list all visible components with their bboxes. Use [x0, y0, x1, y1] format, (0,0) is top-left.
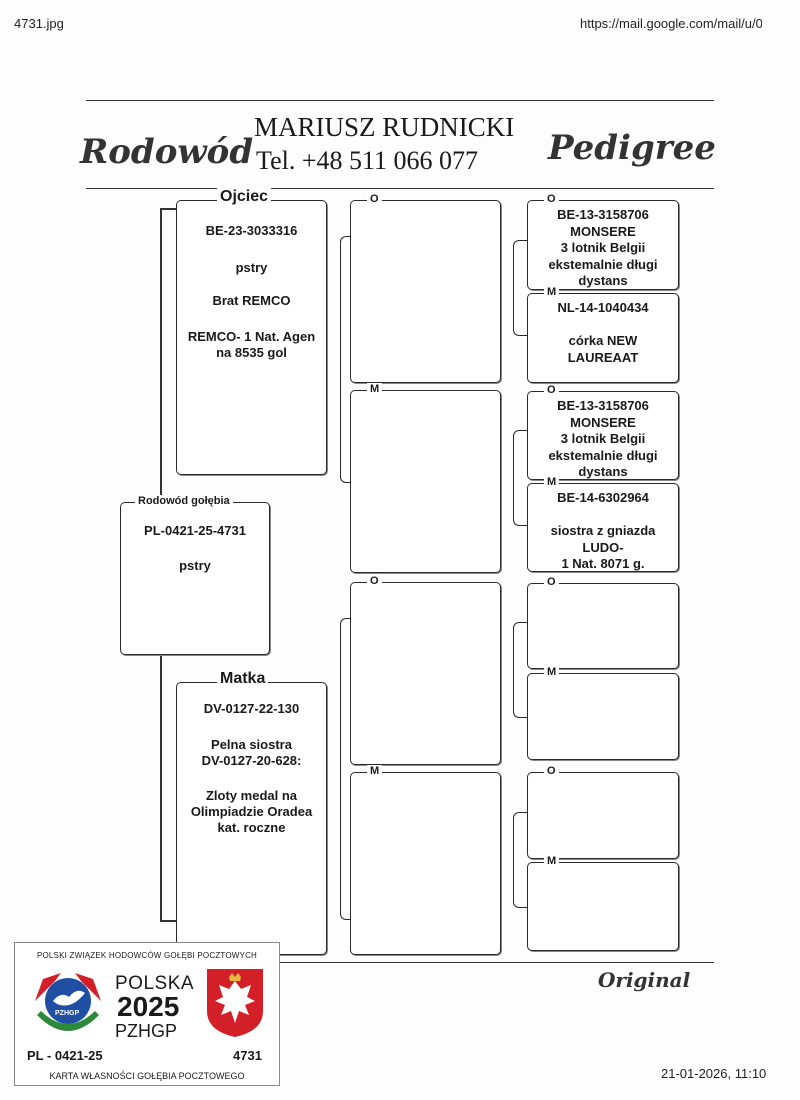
connector: [160, 656, 162, 920]
grandmother-maternal-box: M: [350, 765, 501, 955]
great-grandparent-label: O: [544, 193, 559, 205]
mother-note: Zloty medal na: [205, 788, 298, 803]
great-grandparent-line: MONSERE: [570, 223, 636, 239]
card-ring-prefix: PL - 0421-25: [27, 1048, 103, 1063]
great-grandparent-label: O: [544, 384, 559, 396]
mother-ring: DV-0127-22-130: [203, 701, 300, 716]
mother-note: Pelna siostra: [211, 737, 292, 752]
great-grandparent-line: LUDO-: [582, 539, 624, 555]
father-note: na 8535 gol: [216, 345, 287, 360]
great-grandparent-box: O: [527, 765, 679, 859]
father-note: Brat REMCO: [212, 293, 291, 308]
great-grandparent-line: ekstemalnie długi: [548, 256, 658, 272]
original-mark: Original: [598, 968, 691, 992]
great-grandparent-line: MONSERE: [570, 414, 636, 430]
polish-eagle-emblem-icon: [207, 969, 263, 1037]
great-grandparent-label: M: [544, 476, 560, 488]
connector: [340, 618, 351, 920]
grandmother-paternal-box: M: [350, 383, 501, 573]
great-grandparent-line: LAUREAAT: [567, 349, 639, 365]
great-grandparent-line: ekstemalnie długi: [548, 447, 658, 463]
pzhgp-logo-icon: [35, 973, 101, 1031]
card-abbr: PZHGP: [115, 1021, 178, 1041]
owner-phone: Tel. +48 511 066 077: [256, 146, 479, 175]
great-grandparent-label: O: [544, 765, 559, 777]
grandfather-maternal-box: O: [350, 575, 501, 765]
great-grandparent-line: BE-13-3158706: [557, 207, 649, 222]
card-logo-text: PZHGP: [55, 1010, 80, 1017]
timestamp: 21-01-2026, 11:10: [661, 1066, 767, 1081]
title-left: Rodowód: [80, 132, 254, 172]
great-grandparent-box: M: [527, 855, 679, 951]
connector: [513, 622, 528, 718]
mother-box: Matka DV-0127-22-130 Pelna siostra DV-01…: [176, 670, 327, 955]
great-grandparent-label: M: [544, 666, 560, 678]
mother-note: kat. roczne: [217, 820, 286, 835]
card-ring-number: 4731: [233, 1048, 262, 1063]
great-grandparent-line: 1 Nat. 8071 g.: [561, 556, 645, 571]
great-grandparent-line: dystans: [578, 464, 628, 479]
header-top-rule: [86, 100, 714, 101]
great-grandparent-line: 3 lotnik Belgii: [560, 431, 646, 446]
url: https://mail.google.com/mail/u/0/: [580, 16, 762, 31]
great-grandparent-line: BE-13-3158706: [557, 398, 649, 413]
ownership-card: POLSKI ZWIĄZEK HODOWCÓW GOŁĘBI POCZTOWYC…: [14, 942, 280, 1086]
connector: [160, 920, 176, 922]
pigeon-ring: PL-0421-25-4731: [144, 523, 246, 538]
grandfather-label: O: [367, 575, 382, 587]
pigeon-color: pstry: [179, 558, 211, 573]
great-grandparent-line: NL-14-1040434: [557, 300, 649, 315]
great-grandparent-label: M: [544, 286, 560, 298]
father-color: pstry: [235, 260, 268, 275]
great-grandparent-line: siostra z gniazda: [550, 523, 656, 538]
filename: 4731.jpg: [14, 16, 64, 31]
great-grandparent-box: M: [527, 666, 679, 760]
pigeon-legend: Rodowód gołębia: [135, 495, 233, 507]
great-grandparent-line: córka NEW: [568, 333, 638, 348]
grandfather-label: O: [367, 193, 382, 205]
footer-rule: [278, 962, 714, 963]
great-grandparent-line: dystans: [578, 273, 628, 288]
great-grandparent-line: 3 lotnik Belgii: [560, 240, 646, 255]
header-bottom-rule: [86, 188, 714, 189]
connector: [160, 208, 162, 498]
owner-name: MARIUSZ RUDNICKI: [254, 112, 515, 142]
pigeon-box: Rodowód gołębia PL-0421-25-4731 pstry: [120, 495, 270, 655]
title-right: Pedigree: [548, 128, 716, 168]
connector: [513, 430, 528, 526]
connector: [513, 812, 528, 908]
grandmother-label: M: [367, 765, 383, 777]
father-box: Ojciec BE-23-3033316 pstry Brat REMCO RE…: [176, 188, 327, 475]
father-ring: BE-23-3033316: [205, 223, 298, 238]
card-year: 2025: [117, 991, 180, 1022]
connector: [160, 208, 176, 210]
great-grandparent-line: BE-14-6302964: [557, 490, 649, 505]
grandmother-label: M: [367, 383, 383, 395]
connector: [340, 236, 351, 483]
father-note: REMCO- 1 Nat. Agen: [187, 329, 316, 344]
card-org: POLSKI ZWIĄZEK HODOWCÓW GOŁĘBI POCZTOWYC…: [36, 951, 258, 960]
great-grandparent-box: O: [527, 576, 679, 669]
connector: [513, 240, 528, 336]
mother-note: DV-0127-20-628:: [201, 753, 302, 768]
mother-note: Olimpiadzie Oradea: [190, 804, 313, 819]
great-grandparent-label: M: [544, 855, 560, 867]
card-caption: KARTA WŁASNOŚCI GOŁĘBIA POCZTOWEGO: [49, 1071, 245, 1081]
father-legend: Ojciec: [217, 188, 272, 206]
grandfather-paternal-box: O: [350, 193, 501, 383]
great-grandparent-label: O: [544, 576, 559, 588]
card-country: POLSKA: [115, 973, 195, 994]
mother-legend: Matka: [217, 670, 269, 688]
